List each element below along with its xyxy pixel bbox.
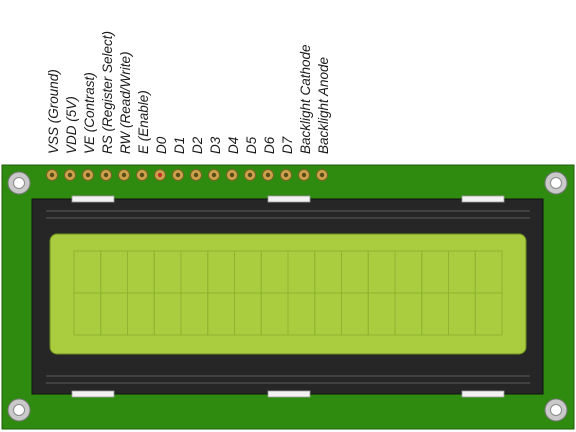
pin-label-d6: D6: [262, 136, 277, 154]
pin-label-d5: D5: [244, 136, 259, 154]
pin-label-ve: VE (Contrast): [82, 72, 97, 154]
mounting-holes: [7, 171, 568, 422]
bezel-clip: [71, 390, 115, 398]
pin-pad-6: [136, 169, 148, 181]
character-cell: [474, 292, 503, 336]
pin-pad-10: [208, 169, 220, 181]
mounting-hole-top-right: [544, 171, 568, 195]
pin-label-d3: D3: [208, 136, 223, 154]
bezel-clip: [461, 390, 505, 398]
bezel-clip: [267, 195, 311, 203]
pin-label-vss: VSS (Ground): [46, 69, 61, 154]
header-pins: [46, 169, 328, 181]
pin-pad-2: [64, 169, 76, 181]
pin-label-d2: D2: [190, 136, 205, 154]
pin-pad-16: [316, 169, 328, 181]
pin-label-d1: D1: [172, 137, 187, 154]
pin-pad-15: [298, 169, 310, 181]
pin-pad-5: [118, 169, 130, 181]
pin-pad-1: [46, 169, 58, 181]
pin-label-d4: D4: [226, 137, 241, 154]
pin-pad-3: [82, 169, 94, 181]
pin-pad-7: [154, 169, 166, 181]
pin-pad-14: [280, 169, 292, 181]
pin-labels: VSS (Ground) VDD (5V) VE (Contrast) RS (…: [46, 31, 331, 154]
pin-label-vdd: VDD (5V): [64, 96, 79, 154]
pin-label-e: E (Enable): [136, 90, 151, 154]
bezel-clip: [71, 195, 115, 203]
bezel-clip: [461, 195, 505, 203]
pin-pad-13: [262, 169, 274, 181]
pin-pad-4: [100, 169, 112, 181]
mounting-hole-top-left: [7, 171, 31, 195]
pin-pad-12: [244, 169, 256, 181]
pin-label-backlight-cathode: Backlight Cathode: [298, 44, 313, 154]
bezel-clip: [267, 390, 311, 398]
mounting-hole-bottom-left: [7, 398, 31, 422]
pin-pad-9: [190, 169, 202, 181]
character-grid: [73, 250, 503, 336]
pin-pad-8: [172, 169, 184, 181]
pin-pad-11: [226, 169, 238, 181]
pin-label-rs: RS (Register Select): [100, 31, 115, 154]
pin-label-d7: D7: [280, 136, 295, 154]
pin-label-backlight-anode: Backlight Anode: [316, 57, 331, 154]
pin-label-rw: RW (Read/Write): [118, 51, 133, 154]
pin-label-d0: D0: [154, 136, 169, 154]
mounting-hole-bottom-right: [544, 398, 568, 422]
